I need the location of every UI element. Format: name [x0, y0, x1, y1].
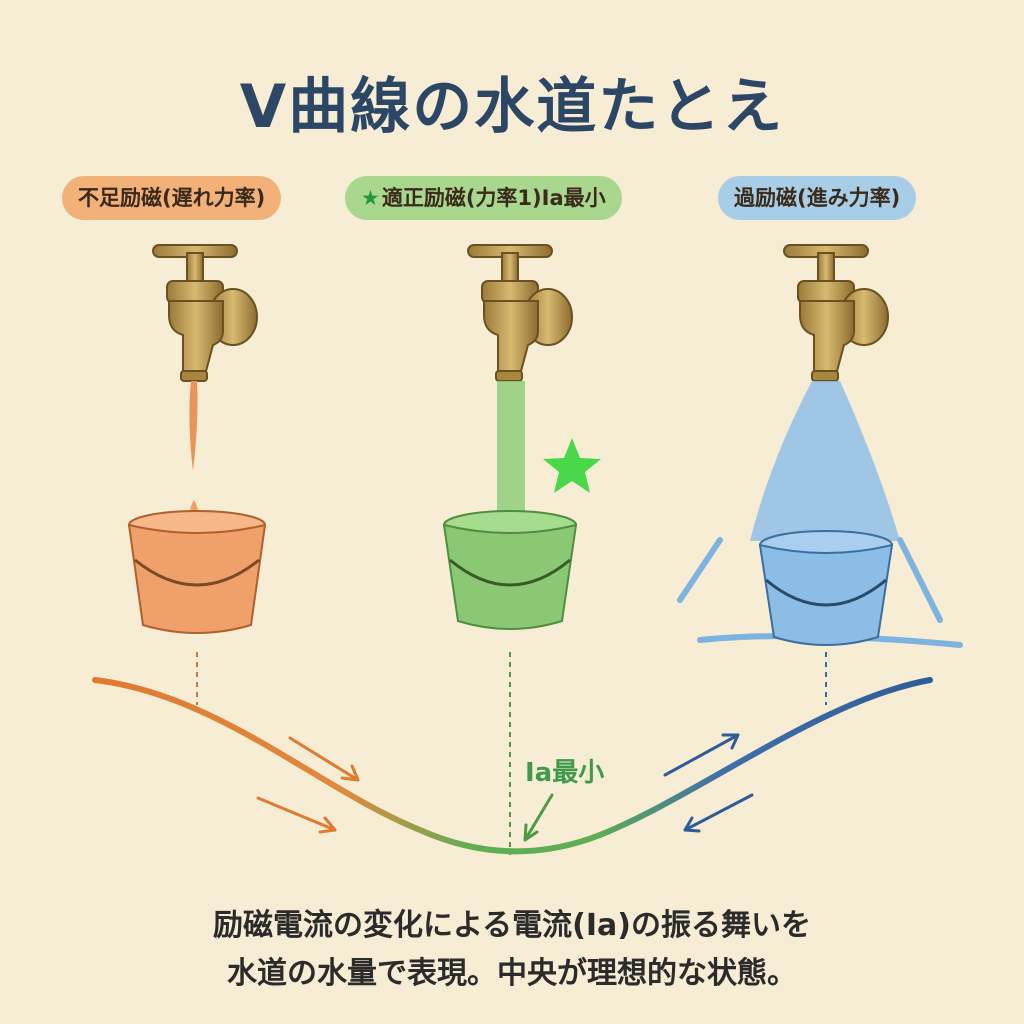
label-text: 過励磁(進み力率): [734, 186, 901, 210]
bucket-orange: [127, 510, 267, 634]
caption-line-2: 水道の水量で表現。中央が理想的な状態。: [227, 956, 797, 991]
faucet-left: [152, 244, 258, 382]
bucket-green: [442, 510, 578, 630]
v-curve: [92, 677, 933, 855]
label-under-excitation: 不足励磁(遅れ力率): [62, 176, 282, 220]
page-title: V曲線の水道たとえ: [239, 72, 785, 142]
water-drip-left: [189, 381, 198, 471]
bucket-blue: [758, 530, 894, 646]
faucet-right: [783, 244, 889, 382]
faucet-center: [467, 244, 573, 382]
arrow-blue-upper: [663, 733, 740, 777]
water-stream-right: [750, 381, 900, 541]
arrow-green: [523, 793, 554, 842]
caption-line-1: 励磁電流の変化による電流(Ia)の振る舞いを: [213, 908, 811, 943]
label-optimal-excitation: ★適正励磁(力率1)Ia最小: [345, 176, 622, 220]
arrow-blue-lower: [683, 793, 754, 833]
star-icon: ★: [361, 186, 380, 210]
label-text: 適正励磁(力率1)Ia最小: [381, 186, 606, 210]
water-stream-center: [497, 381, 525, 531]
label-over-excitation: 過励磁(進み力率): [718, 176, 917, 220]
label-text: 不足励磁(遅れ力率): [78, 186, 266, 210]
arrow-orange-lower: [256, 796, 337, 834]
arrow-orange-upper: [288, 736, 360, 782]
ia-min-label: Ia最小: [525, 758, 605, 788]
star-icon: [543, 438, 601, 493]
